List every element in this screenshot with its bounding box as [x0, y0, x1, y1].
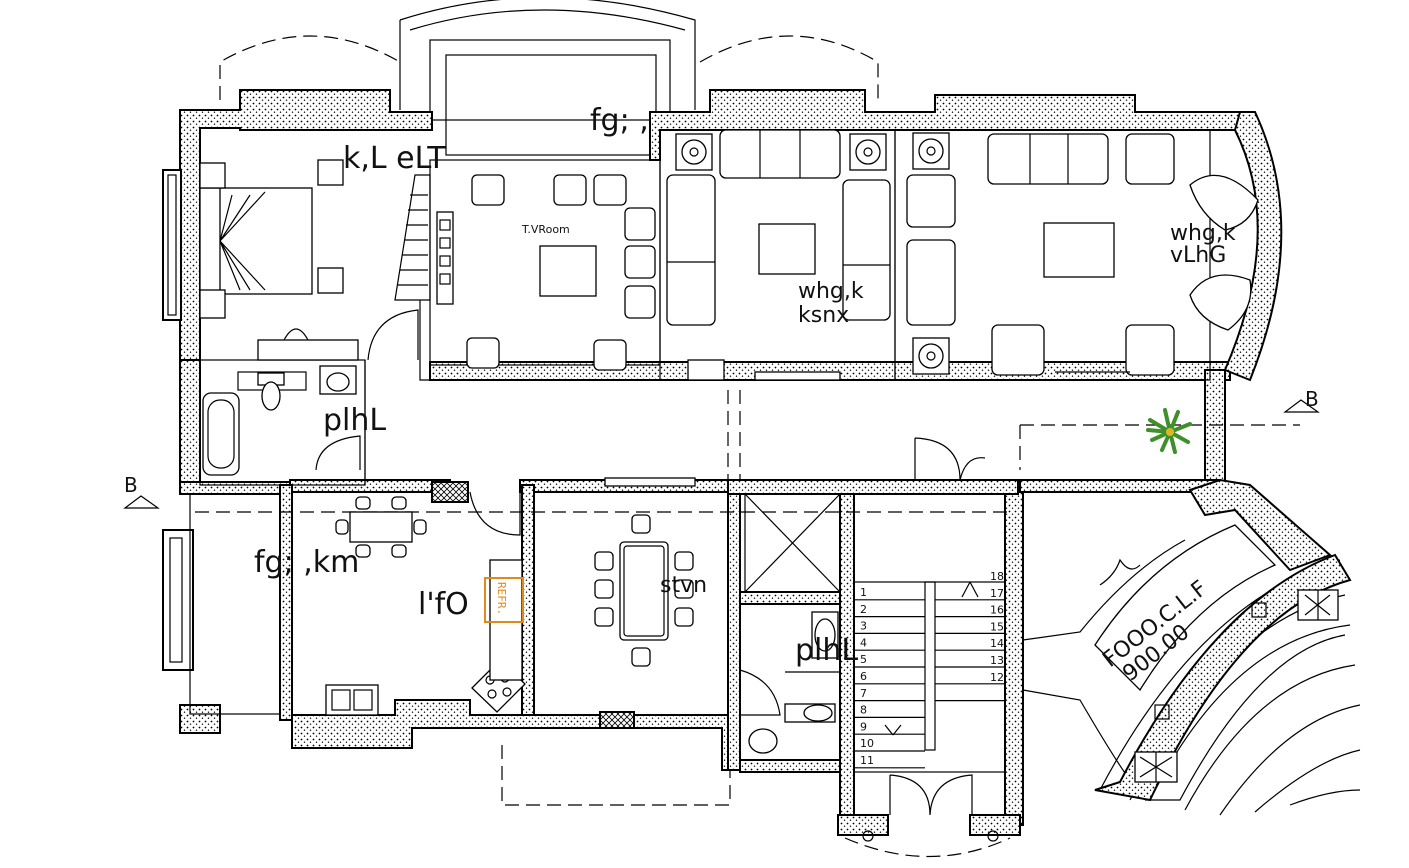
stair-step-number: 18 — [990, 570, 1004, 583]
stair-step-number: 16 — [990, 604, 1004, 617]
label-kitchen-mid: l'fO — [418, 587, 469, 622]
dining-chair — [674, 579, 694, 599]
label-tv-room: T.VRoom — [521, 223, 570, 236]
section-marker-left: B — [124, 473, 138, 497]
dining-chair — [631, 514, 651, 534]
stair-step-number: 10 — [860, 737, 874, 750]
doors — [315, 309, 986, 816]
kitchen-furniture: REFR. — [325, 481, 526, 716]
living-mid-furniture — [666, 129, 891, 381]
stair-step-number: 12 — [990, 671, 1004, 684]
refrigerator-label: REFR. — [495, 582, 508, 615]
stair-step-number: 4 — [860, 636, 867, 649]
label-bath-small: plhL — [795, 633, 858, 668]
dining-chair — [631, 647, 651, 667]
stair-step-number: 17 — [990, 587, 1004, 600]
dining-chair — [594, 551, 614, 571]
stair-step-number: 11 — [860, 754, 874, 767]
label-master-bed: k,L eLT — [343, 141, 446, 176]
label-living-right-1: whg,k — [1170, 221, 1236, 246]
label-living-right-2: vLhG — [1170, 243, 1226, 268]
top-bay-outlines — [219, 0, 879, 156]
stair-step-number: 9 — [860, 720, 867, 733]
exterior-walls — [179, 89, 1283, 836]
label-bath-left: plhL — [323, 403, 386, 438]
dining-chair — [594, 579, 614, 599]
stair-step-number: 1 — [860, 586, 867, 599]
plant-icon — [1146, 408, 1192, 454]
room-labels: k,L eLT T.VRoom fg; , whg,k ksnx whg,k v… — [254, 103, 1236, 668]
stair-step-number: 14 — [990, 637, 1004, 650]
dining-chair — [674, 551, 694, 571]
stair-step-number: 6 — [860, 670, 867, 683]
stair-step-number: 7 — [860, 687, 867, 700]
refrigerator-outline — [484, 577, 524, 623]
bathroom-small-fixtures — [748, 611, 840, 754]
living-right-furniture — [906, 132, 1259, 376]
bedroom-furniture — [199, 159, 431, 361]
stair-step-number: 15 — [990, 620, 1004, 633]
bottom-bay-outlines — [501, 745, 1011, 858]
label-hall-top: fg; , — [590, 103, 649, 138]
label-living-mid-2: ksnx — [798, 303, 849, 328]
stair-step-number: 13 — [990, 654, 1004, 667]
dining-furniture — [594, 477, 696, 729]
section-line: B B — [123, 387, 1320, 513]
dining-chair — [594, 607, 614, 627]
staircase — [853, 581, 1006, 773]
label-dining: stvn — [660, 573, 707, 598]
label-living-mid-1: whg,k — [798, 279, 864, 304]
bathroom-left-fixtures — [202, 365, 357, 476]
left-window-bays — [162, 169, 281, 715]
dining-chair — [674, 607, 694, 627]
lift-void — [744, 493, 841, 593]
stair-step-number: 8 — [860, 704, 867, 717]
stair-step-number: 3 — [860, 620, 867, 633]
curved-wing: FOOO.C.L.F 900.00 — [1022, 478, 1361, 816]
stair-step-number: 2 — [860, 603, 867, 616]
section-marker-right: B — [1305, 387, 1319, 411]
tv-room-furniture — [436, 174, 656, 371]
label-kitchen-left: fg; ,km — [254, 545, 359, 580]
stair-step-number: 5 — [860, 653, 867, 666]
